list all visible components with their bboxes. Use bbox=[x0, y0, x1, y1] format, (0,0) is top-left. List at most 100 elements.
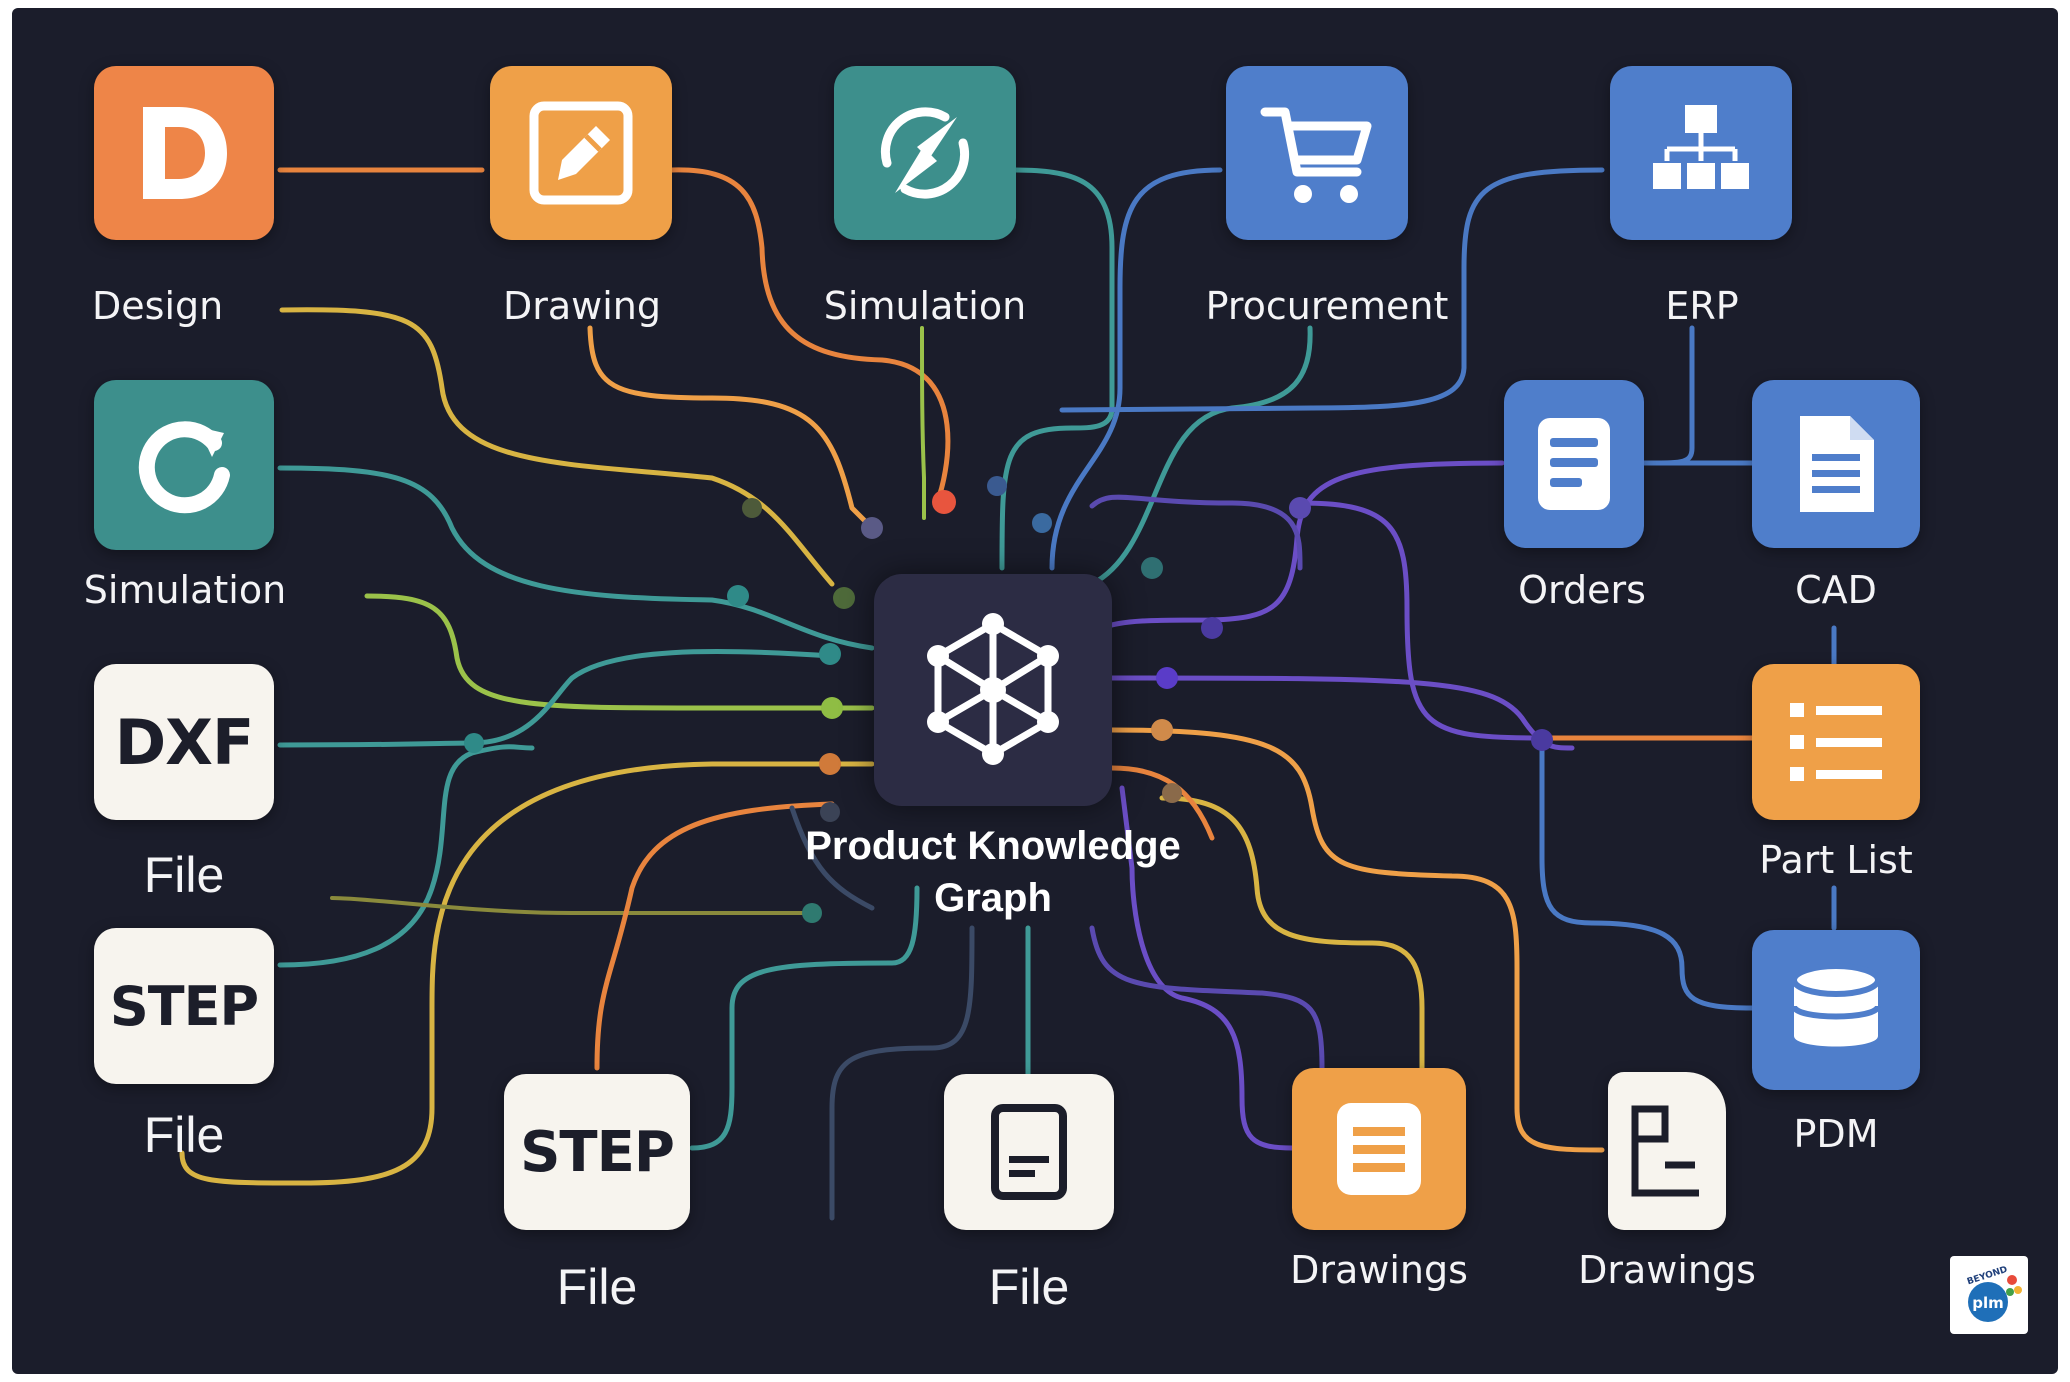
beyond-plm-logo-icon: plm BEYOND bbox=[1966, 1265, 2022, 1322]
junction-dot bbox=[987, 476, 1007, 496]
simulation-left-label: Simulation bbox=[83, 568, 287, 612]
junction-dot bbox=[819, 753, 841, 775]
file-bottom-label: File bbox=[988, 1259, 1070, 1315]
wire-step-left-label bbox=[179, 761, 875, 1186]
pdm-label: PDM bbox=[1793, 1112, 1879, 1156]
wire-drawings1-purple bbox=[1119, 785, 1295, 1151]
wire-erp bbox=[1059, 167, 1605, 413]
junction-dot bbox=[821, 697, 843, 719]
wire-pdm bbox=[1539, 735, 1755, 1011]
junction-dot bbox=[819, 643, 841, 665]
drawings-2-node[interactable] bbox=[1608, 1072, 1726, 1230]
junction-dot bbox=[1151, 719, 1173, 741]
erp-label: ERP bbox=[1665, 284, 1739, 328]
file-bottom-node[interactable] bbox=[944, 1074, 1114, 1230]
step-left-badge: STEP bbox=[109, 974, 259, 1038]
drawing-node[interactable] bbox=[490, 66, 672, 240]
wire-procurement-label bbox=[1089, 325, 1313, 587]
drawing-sheet-icon bbox=[1631, 1105, 1699, 1197]
junction-dot bbox=[1156, 667, 1178, 689]
dxf-badge: DXF bbox=[114, 705, 255, 779]
step-bottom-badge: STEP bbox=[520, 1119, 675, 1185]
database-icon bbox=[1791, 963, 1881, 1047]
hierarchy-icon bbox=[1653, 105, 1749, 189]
wire-bottom-dark bbox=[829, 925, 975, 1221]
junction-dot bbox=[1289, 497, 1311, 519]
wire-procurement bbox=[1049, 167, 1223, 571]
simulation-cycle-icon bbox=[880, 107, 970, 199]
connection-wires bbox=[179, 167, 1837, 1221]
erp-node[interactable] bbox=[1610, 66, 1792, 240]
wire-orders bbox=[1099, 460, 1505, 631]
letter-d-icon bbox=[143, 107, 227, 199]
wire-erp-orders bbox=[1649, 325, 1695, 466]
diagram-canvas: Design Drawing Simulation Procurement bbox=[12, 8, 2058, 1374]
simulation-left-node[interactable] bbox=[94, 380, 274, 550]
orders-label: Orders bbox=[1518, 568, 1646, 612]
wire-hub-drawings1 bbox=[1159, 795, 1425, 1071]
drawings-1-label: Drawings bbox=[1290, 1248, 1468, 1292]
pdm-node[interactable] bbox=[1752, 930, 1920, 1090]
procurement-node[interactable] bbox=[1226, 66, 1408, 240]
drawing-pencil-icon bbox=[529, 101, 633, 205]
document-icon bbox=[991, 1104, 1067, 1200]
design-node[interactable] bbox=[94, 66, 274, 240]
wire-step-left bbox=[277, 744, 535, 968]
shopping-cart-icon bbox=[1260, 107, 1372, 203]
wire-step-bottom bbox=[594, 801, 835, 1071]
wire-olive bbox=[330, 896, 814, 915]
logo-main-text: plm bbox=[1972, 1294, 2004, 1312]
drawings-1-node[interactable] bbox=[1292, 1068, 1466, 1230]
part-list-node[interactable] bbox=[1752, 664, 1920, 820]
junction-dot bbox=[1141, 557, 1163, 579]
file-text-icon bbox=[1800, 416, 1874, 512]
hub-title: Product Knowledge Graph bbox=[752, 820, 1234, 924]
junction-dot bbox=[1201, 617, 1223, 639]
wire-simulation-top-right bbox=[999, 167, 1115, 571]
wire-drawing-label bbox=[587, 325, 875, 531]
junction-dot bbox=[820, 802, 840, 822]
wire-dxf bbox=[277, 648, 835, 748]
step-left-file-label: File bbox=[143, 1107, 225, 1163]
step-bottom-node[interactable]: STEP bbox=[504, 1074, 690, 1230]
junction-dot bbox=[1531, 729, 1553, 751]
junction-dot bbox=[932, 490, 956, 514]
hub-title-line1: Product Knowledge bbox=[805, 824, 1181, 868]
simulation-top-label: Simulation bbox=[823, 284, 1027, 328]
wire-center-dark bbox=[789, 805, 875, 911]
refresh-icon bbox=[138, 421, 230, 514]
drawing-label: Drawing bbox=[502, 284, 661, 328]
simulation-top-node[interactable] bbox=[834, 66, 1016, 240]
wire-design-label bbox=[279, 307, 835, 587]
document-lines-icon bbox=[1538, 418, 1610, 510]
junction-dot bbox=[1032, 513, 1052, 533]
wire-drawings1-left bbox=[1089, 925, 1325, 1071]
wire-hub-drawings2 bbox=[1109, 727, 1605, 1153]
design-label: Design bbox=[92, 284, 224, 328]
dxf-file-label: File bbox=[143, 847, 225, 903]
drawings-2-label: Drawings bbox=[1578, 1248, 1756, 1292]
cad-label: CAD bbox=[1795, 568, 1877, 612]
graph-network-icon bbox=[927, 613, 1059, 765]
wire-simulation-left-label bbox=[364, 593, 875, 711]
junction-dot bbox=[464, 733, 484, 753]
dxf-node[interactable]: DXF bbox=[94, 664, 274, 820]
junction-dot bbox=[742, 498, 762, 518]
document-list-icon bbox=[1337, 1103, 1421, 1195]
wire-orders-purple bbox=[1089, 494, 1303, 571]
orders-node[interactable] bbox=[1504, 380, 1644, 548]
list-icon bbox=[1790, 703, 1882, 781]
procurement-label: Procurement bbox=[1205, 284, 1449, 328]
wire-orders-2 bbox=[1299, 500, 1755, 741]
step-left-node[interactable]: STEP bbox=[94, 928, 274, 1084]
part-list-label: Part List bbox=[1759, 838, 1913, 882]
beyond-plm-logo: plm BEYOND bbox=[1950, 1256, 2028, 1334]
wire-drawing bbox=[669, 167, 951, 505]
wire-simulation-left bbox=[277, 465, 875, 651]
junction-dot bbox=[1162, 783, 1182, 803]
product-knowledge-graph-hub[interactable] bbox=[874, 574, 1112, 806]
cad-node[interactable] bbox=[1752, 380, 1920, 548]
junction-dot bbox=[833, 587, 855, 609]
junction-dot bbox=[861, 517, 883, 539]
wire-simulation-top bbox=[920, 326, 926, 520]
